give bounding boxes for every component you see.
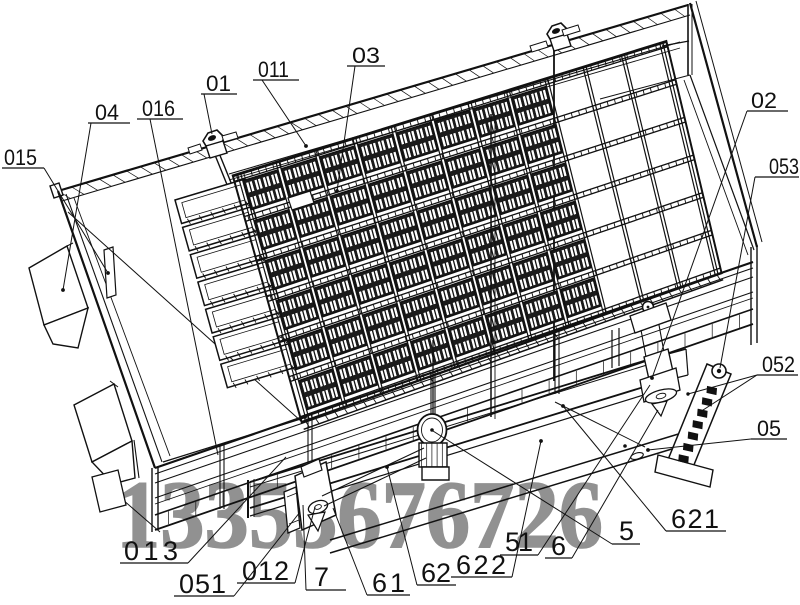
svg-text:5: 5 bbox=[619, 516, 634, 546]
svg-text:03: 03 bbox=[352, 43, 380, 68]
svg-text:04: 04 bbox=[95, 100, 119, 125]
svg-text:011: 011 bbox=[258, 57, 289, 82]
svg-text:016: 016 bbox=[142, 96, 175, 121]
svg-text:6: 6 bbox=[551, 531, 566, 561]
svg-text:62: 62 bbox=[421, 558, 451, 588]
svg-text:01: 01 bbox=[206, 71, 231, 96]
svg-text:051: 051 bbox=[179, 569, 226, 599]
svg-text:7: 7 bbox=[314, 562, 329, 592]
svg-text:02: 02 bbox=[751, 88, 777, 113]
svg-text:05: 05 bbox=[757, 416, 781, 441]
svg-text:015: 015 bbox=[4, 145, 37, 170]
svg-text:012: 012 bbox=[242, 556, 289, 586]
svg-text:013: 013 bbox=[124, 536, 178, 566]
svg-text:622: 622 bbox=[456, 550, 506, 580]
svg-text:053: 053 bbox=[769, 154, 799, 179]
svg-text:621: 621 bbox=[671, 504, 719, 534]
svg-text:052: 052 bbox=[762, 352, 795, 377]
